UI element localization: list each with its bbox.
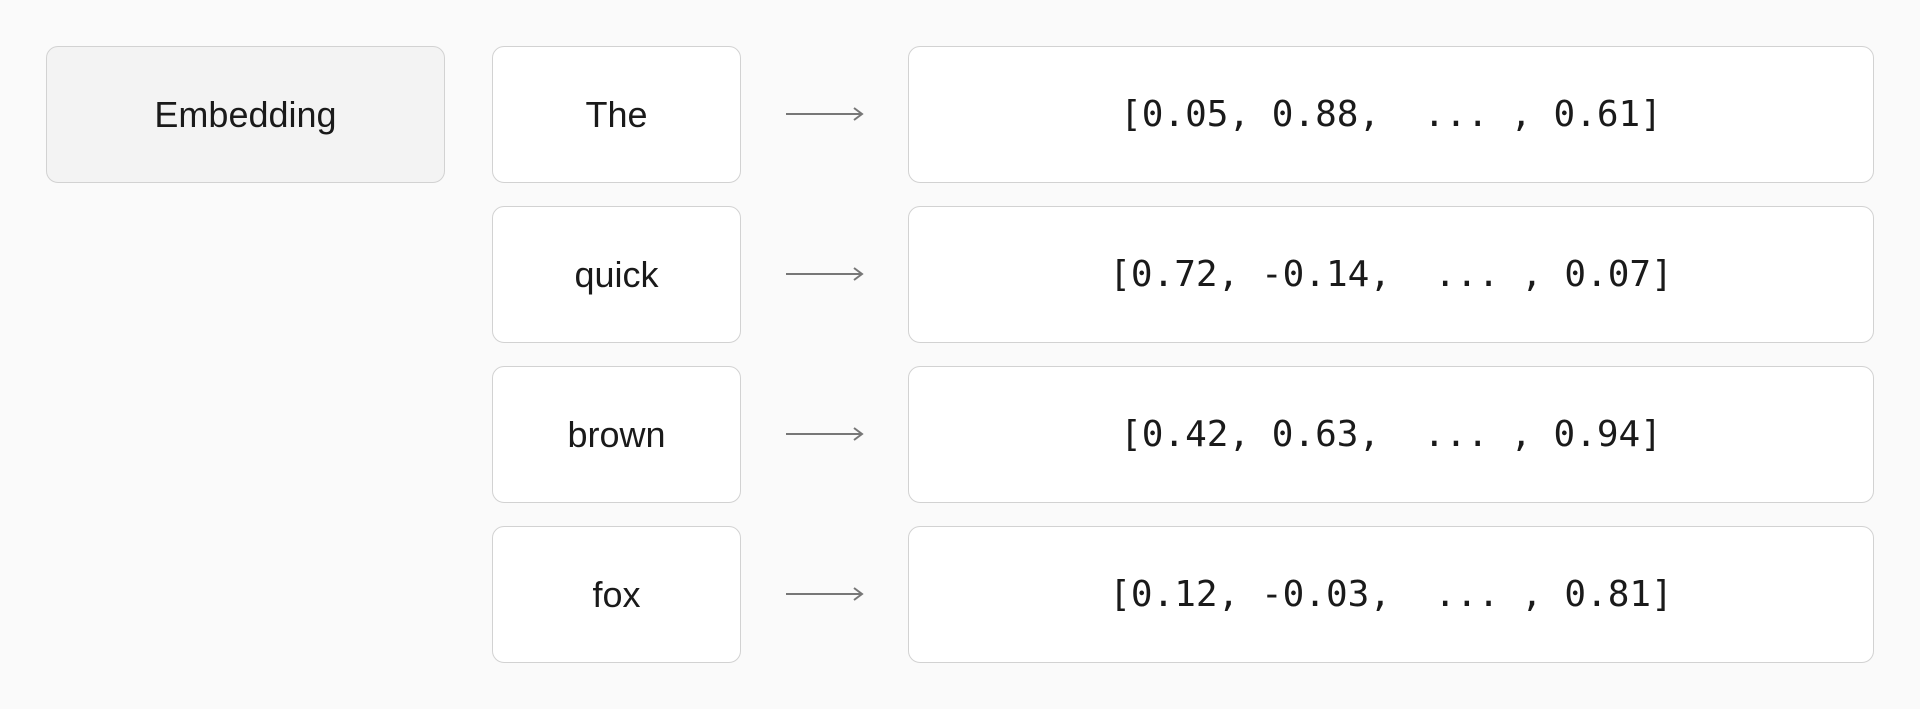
embedding-label: Embedding bbox=[154, 93, 337, 135]
right-arrow-icon bbox=[786, 584, 864, 604]
token-box-quick: quick bbox=[492, 206, 741, 343]
token-label: brown bbox=[567, 413, 666, 455]
token-label: quick bbox=[574, 253, 659, 295]
vector-box-quick: [0.72, -0.14, ... , 0.07] bbox=[908, 206, 1874, 343]
vector-values: [0.05, 0.88, ... , 0.61] bbox=[1120, 94, 1662, 135]
right-arrow-icon bbox=[786, 104, 864, 124]
embedding-label-box: Embedding bbox=[46, 46, 445, 183]
vector-box-the: [0.05, 0.88, ... , 0.61] bbox=[908, 46, 1874, 183]
vector-values: [0.72, -0.14, ... , 0.07] bbox=[1109, 254, 1673, 295]
right-arrow-icon bbox=[786, 424, 864, 444]
token-label: The bbox=[585, 93, 648, 135]
vector-values: [0.12, -0.03, ... , 0.81] bbox=[1109, 574, 1673, 615]
vector-values: [0.42, 0.63, ... , 0.94] bbox=[1120, 414, 1662, 455]
token-box-fox: fox bbox=[492, 526, 741, 663]
token-box-brown: brown bbox=[492, 366, 741, 503]
vector-box-fox: [0.12, -0.03, ... , 0.81] bbox=[908, 526, 1874, 663]
token-box-the: The bbox=[492, 46, 741, 183]
vector-box-brown: [0.42, 0.63, ... , 0.94] bbox=[908, 366, 1874, 503]
right-arrow-icon bbox=[786, 264, 864, 284]
token-label: fox bbox=[592, 573, 641, 615]
